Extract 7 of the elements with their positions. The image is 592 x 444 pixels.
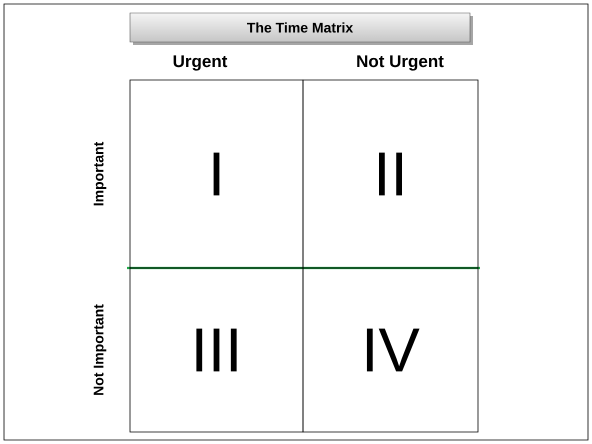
row-header: Important [94,142,106,206]
quadrant-cell: II [302,80,478,268]
row-header: Not Important [94,304,106,395]
quadrant-cell: I [130,80,304,268]
quadrant-cell: III [130,268,304,432]
quadrant-cell: IV [302,268,478,432]
title-bar: The Time Matrix [130,12,473,45]
